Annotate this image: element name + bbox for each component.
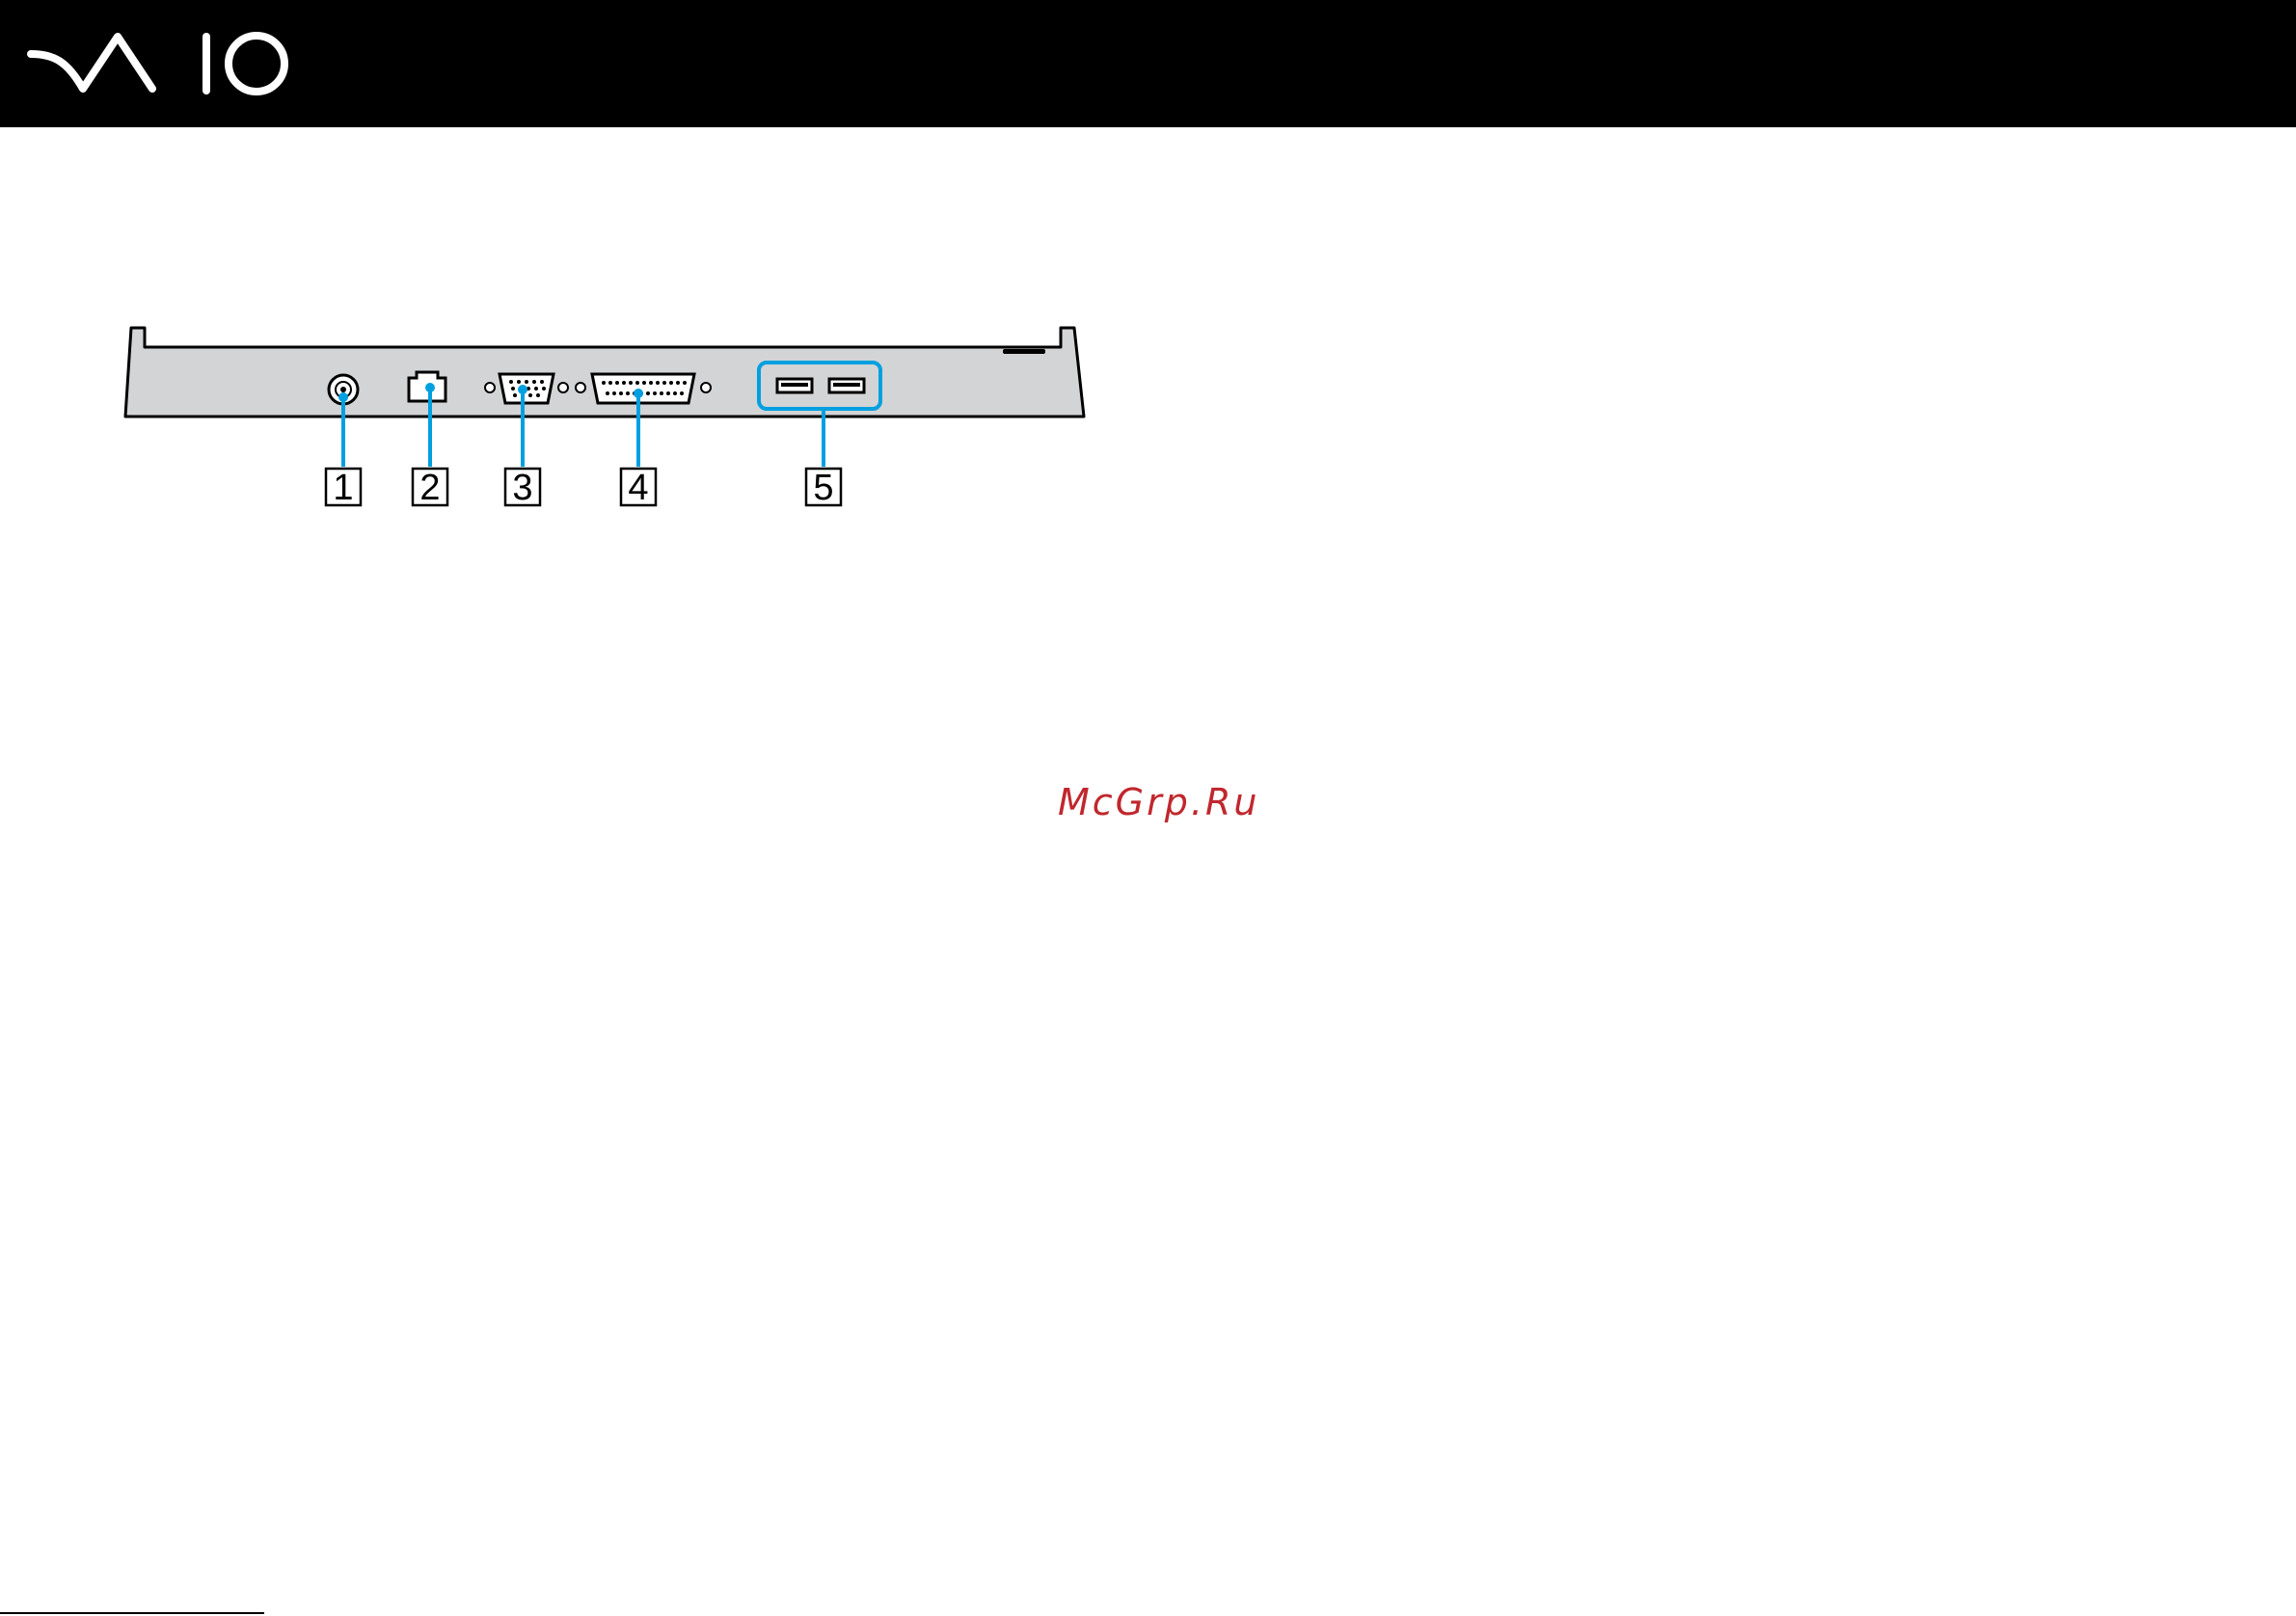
callout-4: 4 (621, 468, 656, 508)
footer-rule (0, 1612, 264, 1614)
callout-number: 1 (333, 468, 353, 508)
callout-number: 5 (813, 468, 833, 508)
printer-port-icon (576, 374, 711, 403)
callout-2: 2 (413, 468, 447, 508)
watermark: McGrp.Ru (1058, 781, 1259, 823)
callout-number: 4 (628, 468, 648, 508)
callout-number: 3 (512, 468, 532, 508)
callout-5: 5 (806, 468, 841, 508)
callout-3: 3 (505, 468, 540, 508)
callout-1: 1 (326, 468, 361, 508)
callout-number: 2 (419, 468, 440, 508)
